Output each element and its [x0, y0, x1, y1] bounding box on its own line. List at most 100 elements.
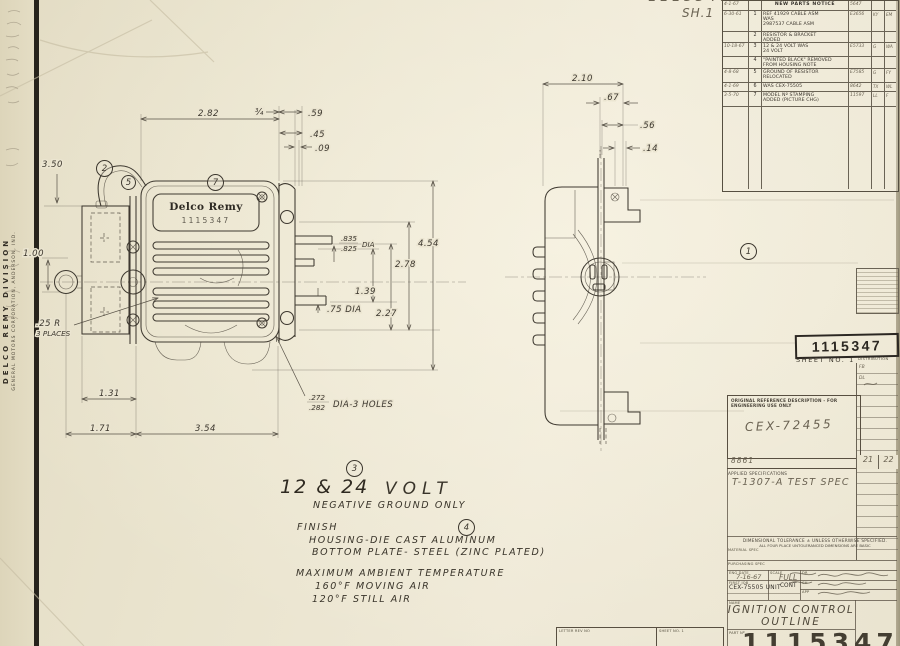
rev-cell [871, 31, 884, 42]
rev-cell: MODEL Nº STAMPING ADDED (PICTURE CHG) [761, 91, 848, 106]
rev-cell: LL [871, 91, 884, 106]
rev-cell: F [884, 91, 896, 106]
dim-09: .09 [315, 144, 330, 154]
title-block-left-border [727, 395, 728, 646]
dim-2-82: 2.82 [198, 109, 219, 119]
rev-cell: 5 [748, 68, 761, 82]
rule [800, 570, 801, 600]
margin-pencil-scribbles [4, 10, 22, 320]
balloon-5: 5 [121, 175, 136, 190]
finish-bottom-note: BOTTOM PLATE- STEEL (ZINC PLATED) [312, 547, 546, 558]
rev-cell: 2 [748, 31, 761, 42]
dim-1-71: 1.71 [90, 424, 111, 434]
handwritten-part-number-top: 1115347 [648, 0, 731, 5]
rev-cell: E7585 [848, 68, 871, 82]
drawn-by-label: DR [802, 571, 808, 575]
rev-cell: GROUND OF RESISTOR RELOCATED [761, 68, 848, 82]
revision-table: 4-1-67 NEW PARTS NOTICE 5647 6-30-61 1 R… [722, 0, 899, 192]
material-spec-label: MATERIAL SPEC [728, 548, 759, 552]
model-number-label: 1115347 [182, 216, 231, 225]
drawing-title-line-1: IGNITION CONTROL [727, 604, 855, 616]
rule [727, 536, 897, 537]
balloon-7-number: 7 [212, 177, 219, 188]
tolerance-note-1: DIMENSIONAL TOLERANCE ± UNLESS OTHERWISE… [742, 538, 888, 543]
rule [768, 570, 769, 600]
rev-cell [723, 56, 748, 68]
dim-hole-min: .282 [309, 403, 325, 412]
rev-cell: 11597 [848, 91, 871, 106]
rev-header-date: 4-1-67 [724, 1, 739, 7]
rev-cell: 4 [748, 56, 761, 68]
name-label: NAME [729, 601, 741, 605]
scale-value: FULL [779, 573, 798, 582]
job-number: 8861 [731, 456, 755, 465]
rev-cell: 4-8-68 [723, 68, 748, 82]
grid-cell-21: 21 [856, 455, 879, 469]
rev-cell [884, 31, 896, 42]
dim-14: .14 [643, 144, 658, 154]
rev-empty-cell [761, 106, 848, 189]
rev-header-init [871, 1, 884, 10]
fine-print-box [856, 268, 899, 314]
rev-cell: G [871, 68, 884, 82]
bottom-edge-boxes: LETTER REV NO SHEET NO. 1 [556, 627, 724, 646]
rev-cell: 7 [748, 91, 761, 106]
finish-housing-note: HOUSING-DIE CAST ALUMINUM [309, 535, 497, 546]
side-view-dimensions: 2.10 .67 .56 .14 [543, 73, 659, 186]
balloon-1: 1 [740, 243, 757, 260]
finish-title: FINISH [297, 522, 338, 533]
balloon-2-number: 2 [101, 163, 108, 174]
mounting-feet [154, 341, 271, 365]
brand-label: Delco Remy [169, 201, 243, 213]
paper-creases [0, 0, 215, 646]
rev-header-title: NEW PARTS NOTICE [761, 1, 848, 10]
rev-cell: FY [884, 68, 896, 82]
resistor-bracket [81, 205, 130, 335]
rev-cell: KY [871, 10, 884, 31]
balloon-5-number: 5 [125, 177, 132, 188]
side-fins [532, 246, 545, 346]
checked-label: CH [802, 581, 808, 585]
balloon-4: 4 [458, 519, 475, 536]
rev-header-npn: 5647 [848, 1, 871, 10]
cooling-fins [152, 241, 270, 334]
dim-3-50: 3.50 [42, 160, 63, 170]
dim-stud-max: .835 [341, 234, 357, 243]
rule [727, 580, 800, 581]
grid-cell-22: 22 [878, 455, 898, 469]
rev-empty-cell [871, 106, 884, 189]
faint-guide-lines [560, 199, 894, 412]
dim-3-54: 3.54 [195, 424, 216, 434]
housing-junction [120, 196, 146, 344]
rev-cell: E5733 [848, 42, 871, 56]
rev-cell: 1 [748, 10, 761, 31]
bottom-sheet-cell: SHEET NO. 1 [656, 628, 723, 646]
part-number-label: PART Nº [729, 631, 745, 635]
temperature-title: MAXIMUM AMBIENT TEMPERATURE [296, 568, 506, 579]
dim-hole-max: .272 [309, 393, 325, 402]
rev-cell: 8642 [848, 82, 871, 91]
side-view [532, 150, 641, 444]
dim-2-27: 2.27 [376, 309, 397, 319]
purchasing-spec-label: PURCHASING SPEC [728, 562, 765, 566]
dim-4-54: 4.54 [418, 239, 439, 249]
job-number-row [727, 453, 897, 469]
cable-loop [95, 165, 147, 209]
rev-cell [871, 56, 884, 68]
drawing-title-line-2: OUTLINE [761, 616, 821, 628]
dim-59: .59 [308, 109, 323, 119]
first-job-label: FIRST JOB [729, 581, 749, 585]
dim-1-00: 1.00 [23, 249, 44, 259]
scale-label: SCALE [770, 571, 783, 575]
rule [727, 560, 897, 561]
rev-header-init2 [884, 1, 896, 10]
rev-cell: RESISTOR & BRACKET ADDED [761, 31, 848, 42]
sheet-edge-line [34, 0, 39, 646]
dim-67: .67 [604, 93, 619, 103]
applied-spec-value: T-1307-A TEST SPEC [732, 477, 850, 488]
first-job-value: CEX-75505 UNIT [729, 585, 781, 591]
original-reference-label-2: ENGINEERING USE ONLY [731, 403, 792, 409]
rev-cell: WA [884, 42, 896, 56]
rev-cell: WL [884, 82, 896, 91]
